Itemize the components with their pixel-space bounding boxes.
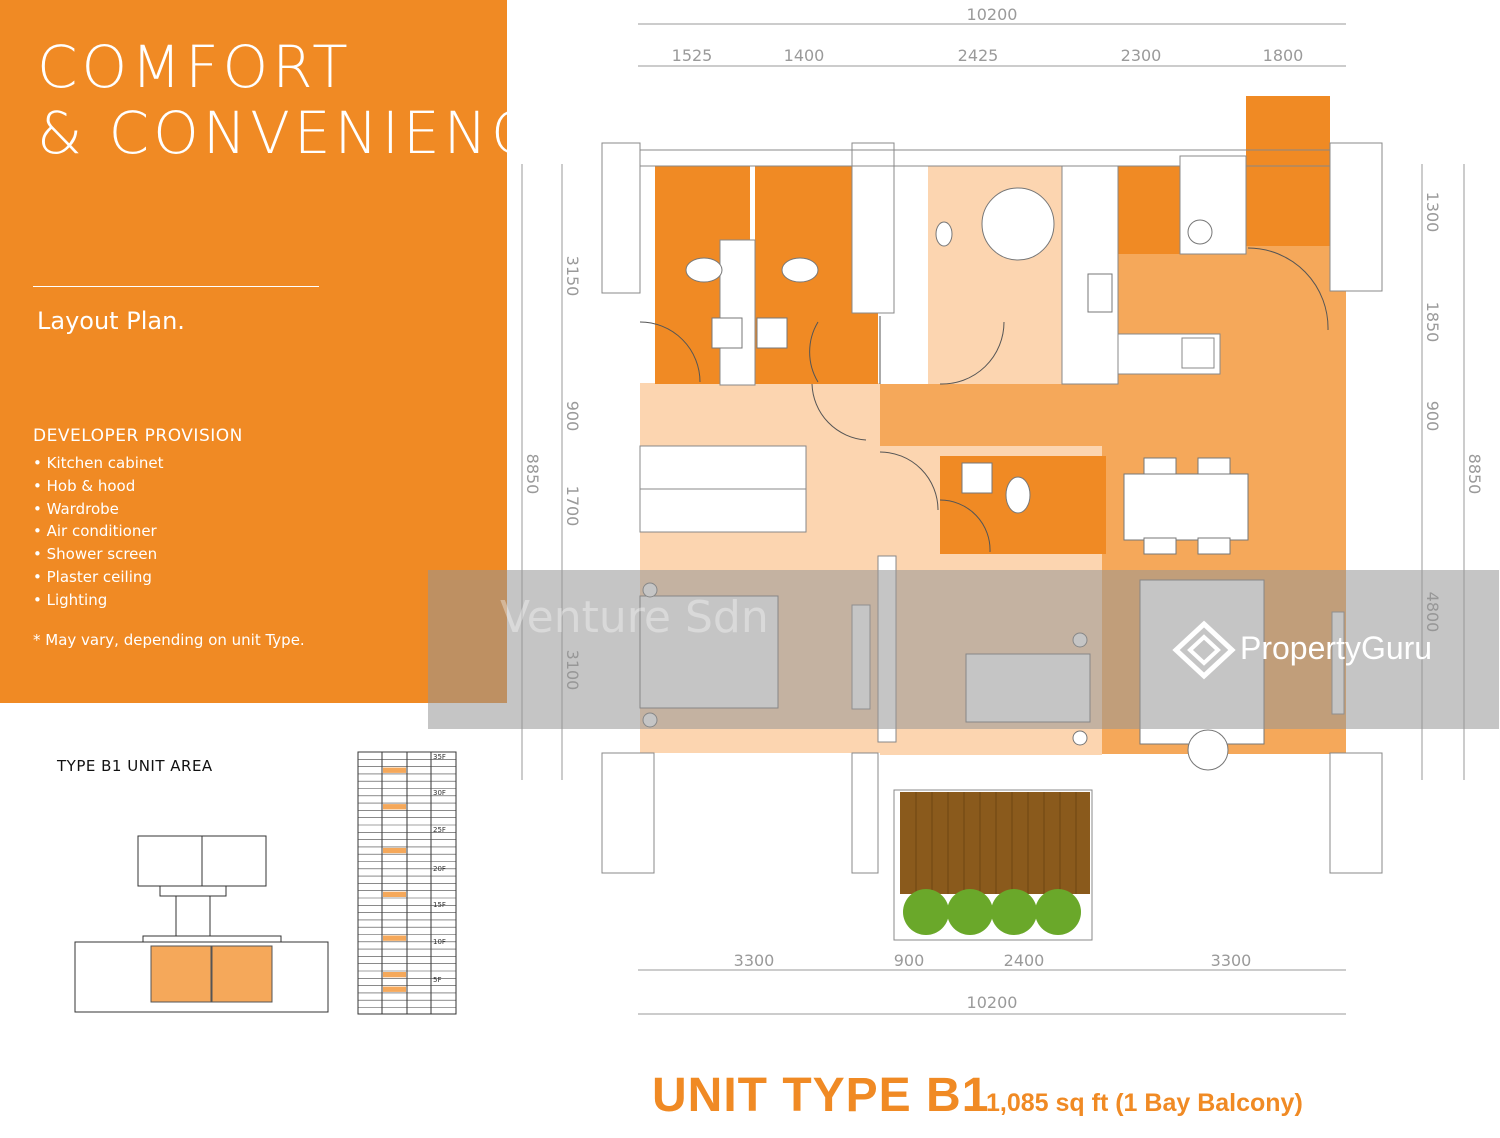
dim-right-total: 8850: [1465, 454, 1484, 495]
dim-bottom-segment: 2400: [1004, 951, 1045, 970]
provision-item: • Plaster ceiling: [33, 567, 152, 586]
propertyguru-logo-text: PropertyGuru: [1240, 630, 1433, 666]
floor-stack-labels: 35F 30F 25F 20F 15F 10F 5F: [433, 753, 446, 984]
toilet-icon: [935, 221, 953, 247]
propertyguru-logo-icon: [1172, 620, 1236, 680]
provision-note: * May vary, depending on unit Type.: [33, 631, 305, 649]
layout-plan-label: Layout Plan.: [37, 307, 185, 335]
divider: [33, 286, 319, 287]
balcony: [893, 789, 1093, 941]
provision-item: • Hob & hood: [33, 476, 136, 495]
highlighted-floor: [383, 804, 406, 810]
dim-top-segment: 1800: [1263, 46, 1304, 65]
toilet-icon: [781, 257, 819, 283]
dim-left-segment: 900: [563, 401, 582, 432]
basin-icon: [711, 317, 743, 349]
dim-top-segment: 1400: [784, 46, 825, 65]
watermark-text: Venture Sdn: [500, 592, 769, 643]
panel-title-line-2: & CONVENIENCE: [37, 99, 577, 167]
corridor-area: [880, 384, 1346, 446]
toilet-icon: [685, 257, 723, 283]
dim-top-segment: 2300: [1121, 46, 1162, 65]
dining-chair: [1143, 537, 1177, 555]
dining-chair: [1197, 457, 1231, 475]
plant-icon: [991, 889, 1037, 935]
floor-label: 10F: [433, 938, 446, 946]
washing-machine-icon: [1187, 219, 1213, 245]
dim-bottom-total: 10200: [967, 993, 1018, 1012]
armchair: [1187, 729, 1229, 771]
dim-top-segment: 1525: [672, 46, 713, 65]
highlighted-floor: [383, 986, 406, 992]
hob-icon: [1087, 273, 1113, 313]
dim-right-segment: 1300: [1423, 192, 1442, 233]
provision-item: • Air conditioner: [33, 522, 157, 541]
watermark-band: [428, 570, 1499, 729]
dim-left-total: 8850: [523, 454, 542, 495]
plant-icon: [1035, 889, 1081, 935]
dining-table: [1123, 473, 1249, 541]
highlighted-floor: [383, 935, 406, 941]
dim-right-segment: 1850: [1423, 302, 1442, 343]
unit-type-title: UNIT TYPE B1: [652, 1069, 990, 1122]
orange-info-panel: [0, 0, 507, 703]
highlighted-floor: [383, 847, 406, 854]
floor-label: 35F: [433, 753, 446, 761]
floor-label: 5F: [433, 976, 441, 984]
provision-item: • Kitchen cabinet: [33, 454, 164, 472]
dim-left-segment: 3150: [563, 256, 582, 297]
highlighted-floor: [383, 767, 406, 773]
unit-type-subtitle: 1,085 sq ft (1 Bay Balcony): [986, 1089, 1303, 1117]
provision-item: • Shower screen: [33, 545, 158, 564]
dim-bottom-segment: 3300: [1211, 951, 1252, 970]
floor-stack-rows: [358, 751, 456, 1008]
highlighted-floor: [383, 891, 406, 897]
site-key-plan: [74, 835, 329, 1013]
round-chair: [981, 187, 1055, 261]
developer-provision-list: • Kitchen cabinet • Hob & hood • Wardrob…: [33, 452, 164, 612]
dim-right-segment: 900: [1423, 401, 1442, 432]
plant-icon: [947, 889, 993, 935]
provision-item: • Lighting: [33, 590, 108, 609]
door-swings: [639, 247, 1329, 553]
provision-item: • Wardrobe: [33, 499, 119, 518]
basin-icon: [961, 462, 993, 494]
unit-area-label: TYPE B1 UNIT AREA: [57, 757, 213, 775]
lamp-icon: [1072, 730, 1088, 746]
panel-title-line-1: COMFORT: [37, 33, 352, 101]
developer-provision-heading: DEVELOPER PROVISION: [33, 426, 243, 446]
yard-area: [1246, 96, 1330, 246]
dim-bottom-segment: 900: [894, 951, 925, 970]
toilet-icon: [1005, 476, 1031, 514]
dim-bottom-segment: 3300: [734, 951, 775, 970]
floor-label: 30F: [433, 789, 446, 797]
floor-label: 20F: [433, 865, 446, 873]
floor-label: 25F: [433, 826, 446, 834]
plant-icon: [903, 889, 949, 935]
balcony-decking: [900, 792, 1090, 894]
basin-icon: [756, 317, 788, 349]
dining-chair: [1143, 457, 1177, 475]
dim-top-total: 10200: [967, 5, 1018, 24]
kitchen-cabinet-area: [1118, 166, 1180, 254]
floor-label: 15F: [433, 901, 446, 909]
highlighted-floor: [383, 972, 406, 978]
dim-left-segment: 1700: [563, 486, 582, 527]
dim-top-segment: 2425: [958, 46, 999, 65]
dining-chair: [1197, 537, 1231, 555]
